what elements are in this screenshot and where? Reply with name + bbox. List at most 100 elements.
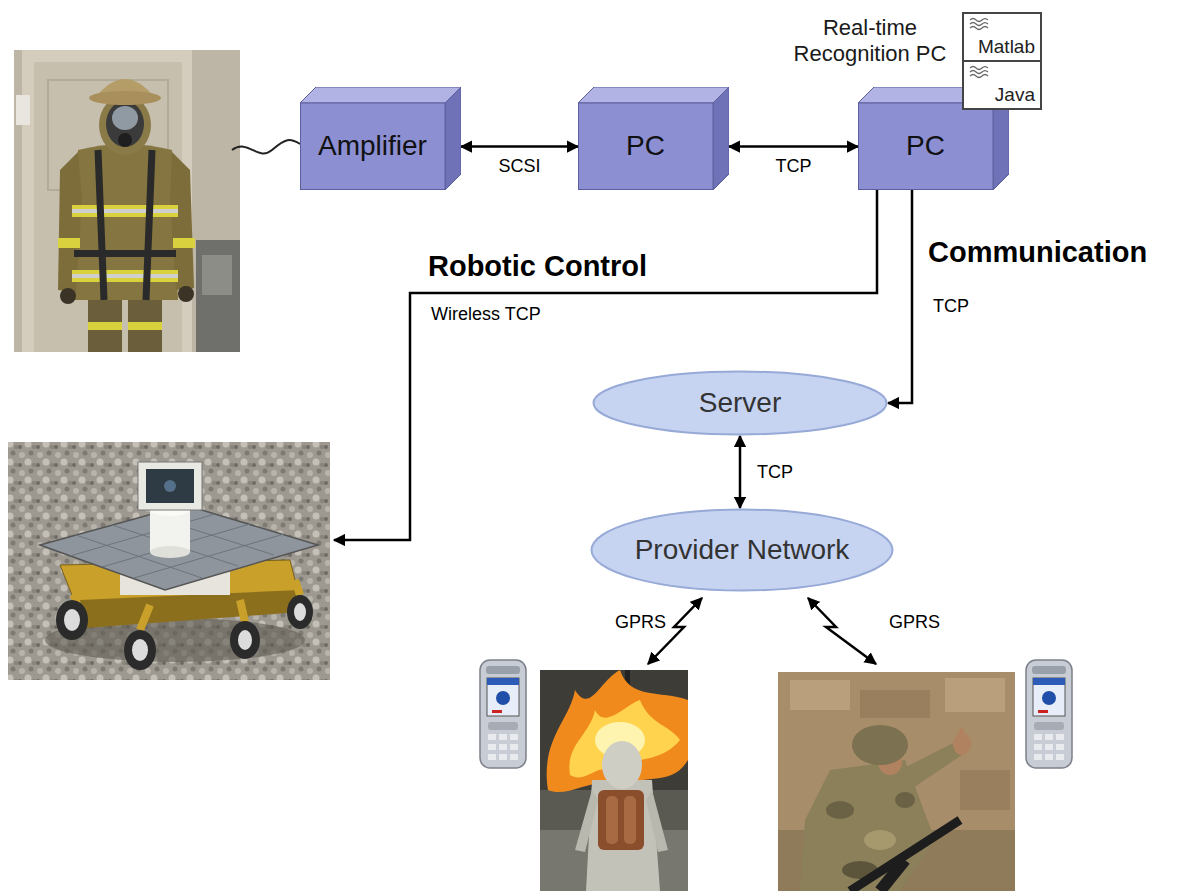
fire-scene-photo <box>540 670 688 891</box>
mobile-phone-icon <box>510 754 518 760</box>
mobile-phone-icon <box>1042 691 1056 705</box>
firefighter-photo <box>72 274 178 278</box>
cube-front <box>579 103 714 190</box>
label-holder: Robotic Control <box>425 250 650 283</box>
label-holder: GPRS <box>886 612 943 633</box>
firefighter-photo <box>89 91 161 105</box>
robot-photo <box>164 480 176 492</box>
firefighter-photo <box>128 322 162 330</box>
mobile-phone-icon <box>510 734 518 740</box>
node-label: Provider Network <box>635 534 850 566</box>
soldier-photo <box>790 680 850 710</box>
mobile-phone-icon <box>1034 744 1042 750</box>
link-label: GPRS <box>612 612 669 633</box>
robot-photo <box>56 600 88 640</box>
link-label: GPRS <box>886 612 943 633</box>
wave-icon <box>968 64 994 80</box>
edge-label: SCSI <box>495 156 543 177</box>
firefighter-photo <box>16 95 30 125</box>
soldier-photo <box>895 792 915 808</box>
soldier-photo <box>778 672 1015 891</box>
mobile-phone-icon <box>1026 660 1072 768</box>
connector <box>461 145 578 148</box>
firefighter-photo <box>14 50 240 352</box>
ellipse-outline <box>594 372 887 435</box>
fire-scene-photo <box>602 741 642 789</box>
sensor-wire <box>232 140 300 153</box>
label-holder: Communication <box>925 236 1150 269</box>
mobile-phone-icon <box>480 660 526 768</box>
connector <box>888 190 912 403</box>
wireless-link <box>808 598 876 664</box>
box-face: Java <box>964 62 1040 108</box>
mobile-phone-icon <box>480 660 526 768</box>
robotic-control-link <box>334 190 877 540</box>
robot-photo <box>124 630 156 670</box>
edge-label-holder: TCP <box>930 296 972 317</box>
fire-scene-photo <box>598 790 644 850</box>
mobile-phone-icon <box>486 666 520 674</box>
mobile-phone-icon <box>1056 744 1064 750</box>
mobile-phone-icon <box>1026 660 1072 768</box>
firefighter-photo <box>178 286 194 302</box>
firefighter-photo <box>202 255 232 295</box>
amplifier-box: Amplifier <box>300 87 461 190</box>
edge-label: TCP <box>754 462 796 483</box>
box-face: Matlab <box>964 14 1040 60</box>
connector <box>729 145 858 148</box>
robot-photo <box>146 469 194 503</box>
cube-front <box>859 103 994 190</box>
mobile-phone-icon <box>1034 754 1042 760</box>
soldier-photo <box>826 801 854 819</box>
mobile-phone-icon <box>488 734 496 740</box>
node-label: Java <box>995 84 1035 106</box>
firefighter-photo <box>88 322 122 330</box>
fire-scene-photo <box>646 790 668 852</box>
box-face: Provider Network <box>590 508 894 592</box>
fire-scene-photo <box>575 790 598 852</box>
wave-icon <box>968 16 994 32</box>
firefighter-photo <box>196 240 240 352</box>
robot-photo <box>294 603 306 621</box>
node-label: Amplifier <box>318 130 427 162</box>
mobile-phone-icon <box>510 744 518 750</box>
firefighter-photo <box>170 152 194 290</box>
cube-side <box>445 87 461 190</box>
firefighter-photo <box>58 238 80 248</box>
label-holder: Wireless TCP <box>428 304 544 325</box>
mobile-phone-icon <box>499 754 507 760</box>
mobile-phone-icon <box>1033 678 1065 716</box>
soldier-photo <box>945 678 1005 712</box>
soldier-photo <box>864 830 896 850</box>
robot-photo <box>138 462 202 510</box>
mobile-phone-icon <box>492 710 502 713</box>
edge-label: TCP <box>930 296 972 317</box>
box-face: PC <box>858 103 993 190</box>
mobile-phone-icon <box>488 744 496 750</box>
node-label: Matlab <box>978 36 1035 58</box>
soldier-photo <box>880 860 905 891</box>
soldier-photo <box>959 728 964 738</box>
box-heading: Real-time Recognition PC <box>785 15 955 68</box>
soldier-photo <box>852 725 908 765</box>
robot-photo <box>238 630 252 650</box>
firefighter-photo <box>72 144 178 300</box>
heading-text: Real-time Recognition PC <box>794 15 947 66</box>
ellipse-outline <box>592 510 893 591</box>
mobile-phone-icon <box>1045 744 1053 750</box>
mobile-phone-icon <box>1045 754 1053 760</box>
pc-box: PC <box>578 87 729 190</box>
robot-photo <box>230 621 260 659</box>
box-face: Server <box>592 370 888 436</box>
robot-photo <box>64 609 80 631</box>
node-label: PC <box>906 130 945 162</box>
cube-side <box>713 87 729 190</box>
wave-line <box>970 27 988 30</box>
robot-photo <box>8 442 330 680</box>
soldier-photo <box>900 742 962 790</box>
software-window: Matlab <box>962 12 1042 62</box>
robot-photo <box>150 546 190 558</box>
firefighter-photo <box>74 250 176 257</box>
mobile-phone-icon <box>487 678 519 685</box>
